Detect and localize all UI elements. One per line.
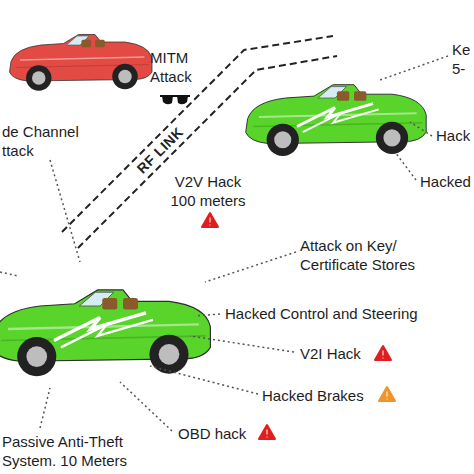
attack-label: V2V Hack 100 meters xyxy=(166,172,250,210)
attack-label: Attack on Key/ Certificate Stores xyxy=(300,236,440,274)
attack-label: Passive Anti-Theft System. 10 Meters xyxy=(2,432,142,470)
attack-label: OBD hack xyxy=(178,424,246,443)
attack-label: Hacked Control and Steering xyxy=(225,304,418,323)
cut-label: Hack xyxy=(436,126,470,145)
attack-label: MITM Attack xyxy=(150,48,205,86)
attack-label: V2I Hack xyxy=(300,344,361,363)
cut-label: Ke 5- xyxy=(452,40,472,78)
rf-link-label: RF LINK xyxy=(133,123,188,178)
cut-label: de Channel ttack xyxy=(2,122,87,160)
cut-label: Hacked xyxy=(420,172,471,191)
attack-label: Hacked Brakes xyxy=(262,386,364,405)
